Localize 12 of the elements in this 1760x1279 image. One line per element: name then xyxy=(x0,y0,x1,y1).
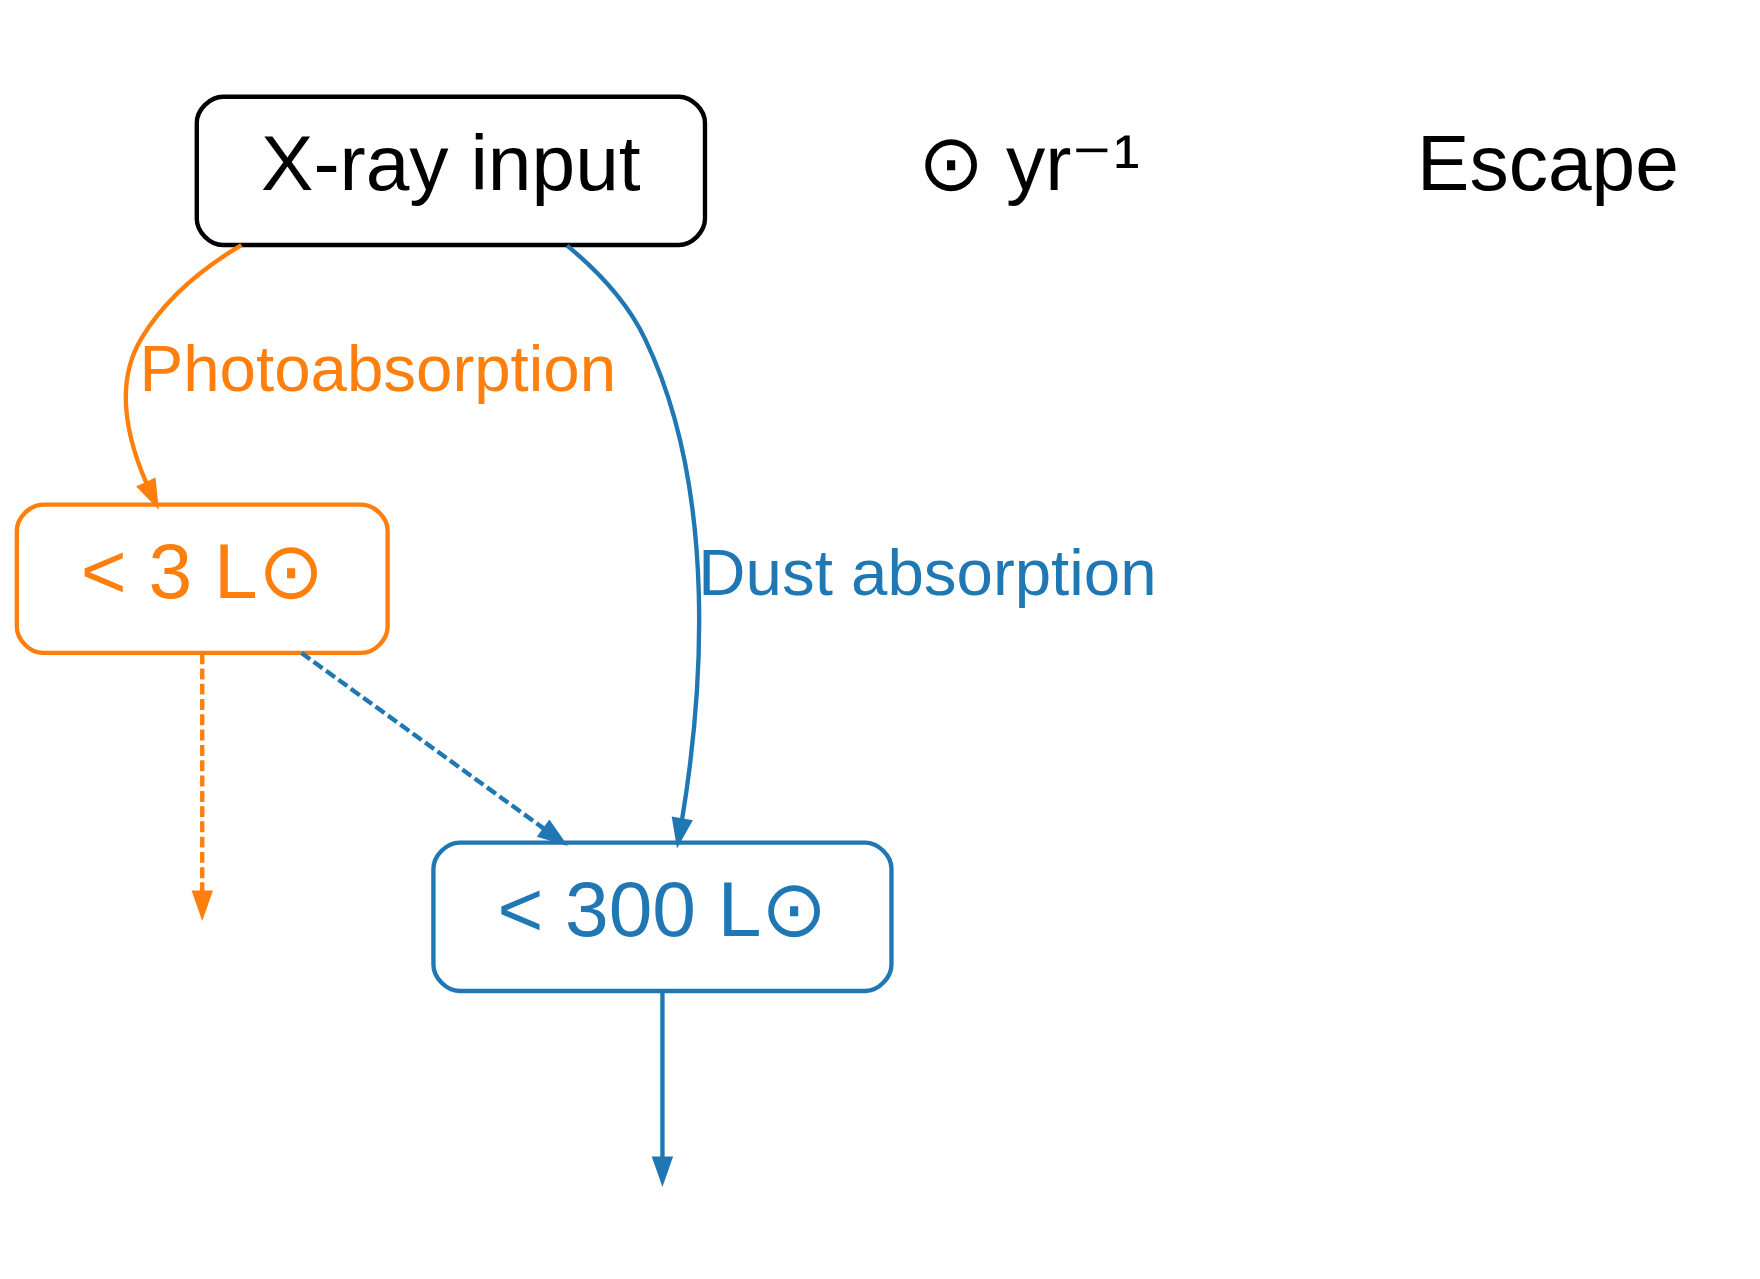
label: ⊙ yr⁻¹ xyxy=(918,119,1140,208)
arrow xyxy=(651,991,674,1187)
node-box: < 3 L⊙ xyxy=(14,502,390,656)
edge-label: Photoabsorption xyxy=(139,332,617,406)
arrow xyxy=(300,651,568,847)
node-box: < 300 L⊙ xyxy=(431,840,894,994)
arrow xyxy=(123,243,243,510)
edge-label: Dust absorption xyxy=(698,536,1157,610)
arrow xyxy=(191,653,213,922)
arrow xyxy=(565,243,702,849)
node-box: X-ray input xyxy=(194,94,708,248)
label: Escape xyxy=(1417,119,1679,208)
